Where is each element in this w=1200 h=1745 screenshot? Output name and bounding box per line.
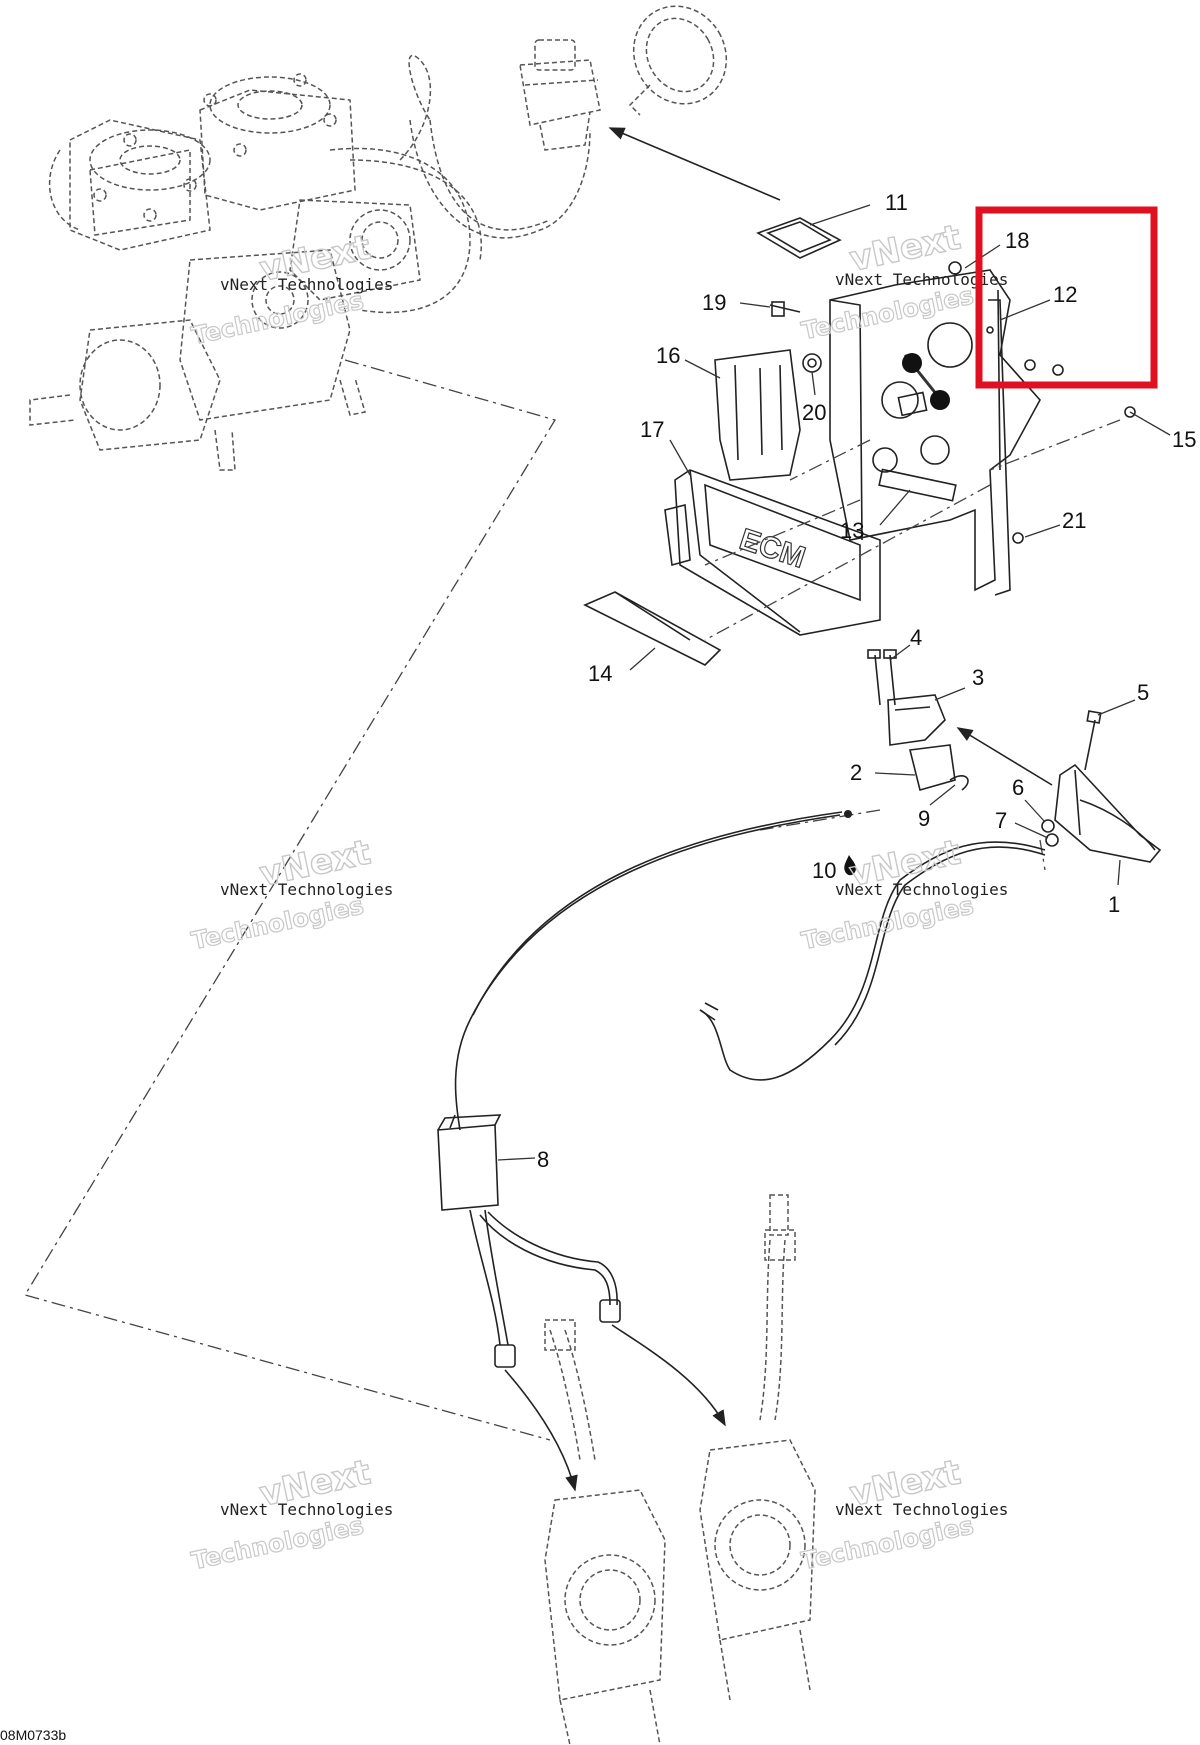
svg-text:Technologies: Technologies: [799, 1511, 976, 1575]
cover-part-14: [583, 591, 722, 666]
lever-wire-harness: [699, 841, 1046, 1081]
svg-text:vNext Technologies: vNext Technologies: [220, 880, 393, 899]
callout-9: 9: [918, 806, 930, 831]
leader-lines: [497, 204, 1171, 1161]
gauge-ring-illustration: [628, 5, 728, 116]
washer-part-6: [1041, 819, 1055, 833]
highlight-box: [975, 206, 1158, 389]
assembly-outline-left: [23, 359, 556, 1441]
callout-15: 15: [1172, 427, 1196, 452]
callout-12: 12: [1053, 282, 1077, 307]
callout-18: 18: [1005, 228, 1029, 253]
callout-14: 14: [588, 661, 612, 686]
sensor-module-part-8: [437, 1114, 502, 1211]
watermark-middle-left: vNext vNext Technologies Technologies: [188, 832, 393, 956]
watermark-top-left: vNext vNext Technologies Technologies: [188, 227, 393, 351]
drawing-reference-code: 08M0733b: [0, 1727, 66, 1743]
clip-part-16: [714, 349, 801, 481]
svg-text:vNext Technologies: vNext Technologies: [835, 270, 1008, 289]
housing-part-3: [887, 694, 946, 746]
callout-13: 13: [840, 518, 864, 543]
callout-8: 8: [537, 1147, 549, 1172]
watermark-bottom-left: vNext vNext Technologies Technologies: [188, 1452, 393, 1576]
ecm-module-part-17: ECM: [664, 469, 881, 636]
svg-text:vNext Technologies: vNext Technologies: [220, 1500, 393, 1519]
relay-block-illustration: [519, 39, 601, 151]
gasket-part-11: [756, 217, 842, 259]
bolt-part-19: [769, 301, 801, 317]
svg-text:Technologies: Technologies: [189, 286, 366, 350]
callout-19: 19: [702, 290, 726, 315]
svg-text:Technologies: Technologies: [189, 1511, 366, 1575]
watermark-middle-right: vNext vNext Technologies Technologies: [798, 832, 1008, 956]
callout-11: 11: [885, 190, 908, 215]
connector-part-13: [878, 468, 957, 502]
throttle-lever-part-1: [1054, 763, 1162, 863]
callout-5: 5: [1137, 680, 1149, 705]
lubricant-drop-part-10: [844, 855, 856, 876]
clip-part-9: [949, 775, 969, 791]
callout-10: 10: [812, 858, 836, 883]
ecm-bracket-illustration: [829, 261, 1136, 596]
svg-text:Technologies: Technologies: [799, 281, 976, 345]
callout-7: 7: [995, 808, 1007, 833]
engine-illustration: [29, 54, 591, 471]
callout-3: 3: [972, 665, 984, 690]
nut-part-7: [1045, 833, 1059, 847]
svg-text:vNext Technologies: vNext Technologies: [220, 275, 393, 294]
throttle-cable: [454, 814, 841, 1131]
callout-labels: 1 2 3 4 5 6 7 8 9 10 11 12 13 14 15 16 1…: [537, 190, 1196, 1172]
svg-text:ECM: ECM: [736, 523, 810, 575]
callout-21: 21: [1062, 508, 1086, 533]
callout-2: 2: [850, 760, 862, 785]
callout-16: 16: [656, 343, 680, 368]
svg-text:vNext Technologies: vNext Technologies: [835, 1500, 1008, 1519]
carburetor-right: [699, 1194, 816, 1701]
nut-part-20: [802, 353, 822, 373]
callout-1: 1: [1108, 892, 1120, 917]
callout-4: 4: [910, 625, 922, 650]
callout-20: 20: [802, 400, 826, 425]
screw-part-5: [1084, 710, 1102, 771]
screws-part-4: [867, 649, 897, 706]
callout-6: 6: [1012, 775, 1024, 800]
svg-text:Technologies: Technologies: [189, 891, 366, 955]
switch-part-2: [909, 744, 956, 791]
callout-17: 17: [640, 417, 664, 442]
svg-text:vNext Technologies: vNext Technologies: [835, 880, 1008, 899]
carburetor-left: [544, 1319, 666, 1745]
watermark-bottom-right: vNext vNext Technologies Technologies: [798, 1452, 1008, 1576]
